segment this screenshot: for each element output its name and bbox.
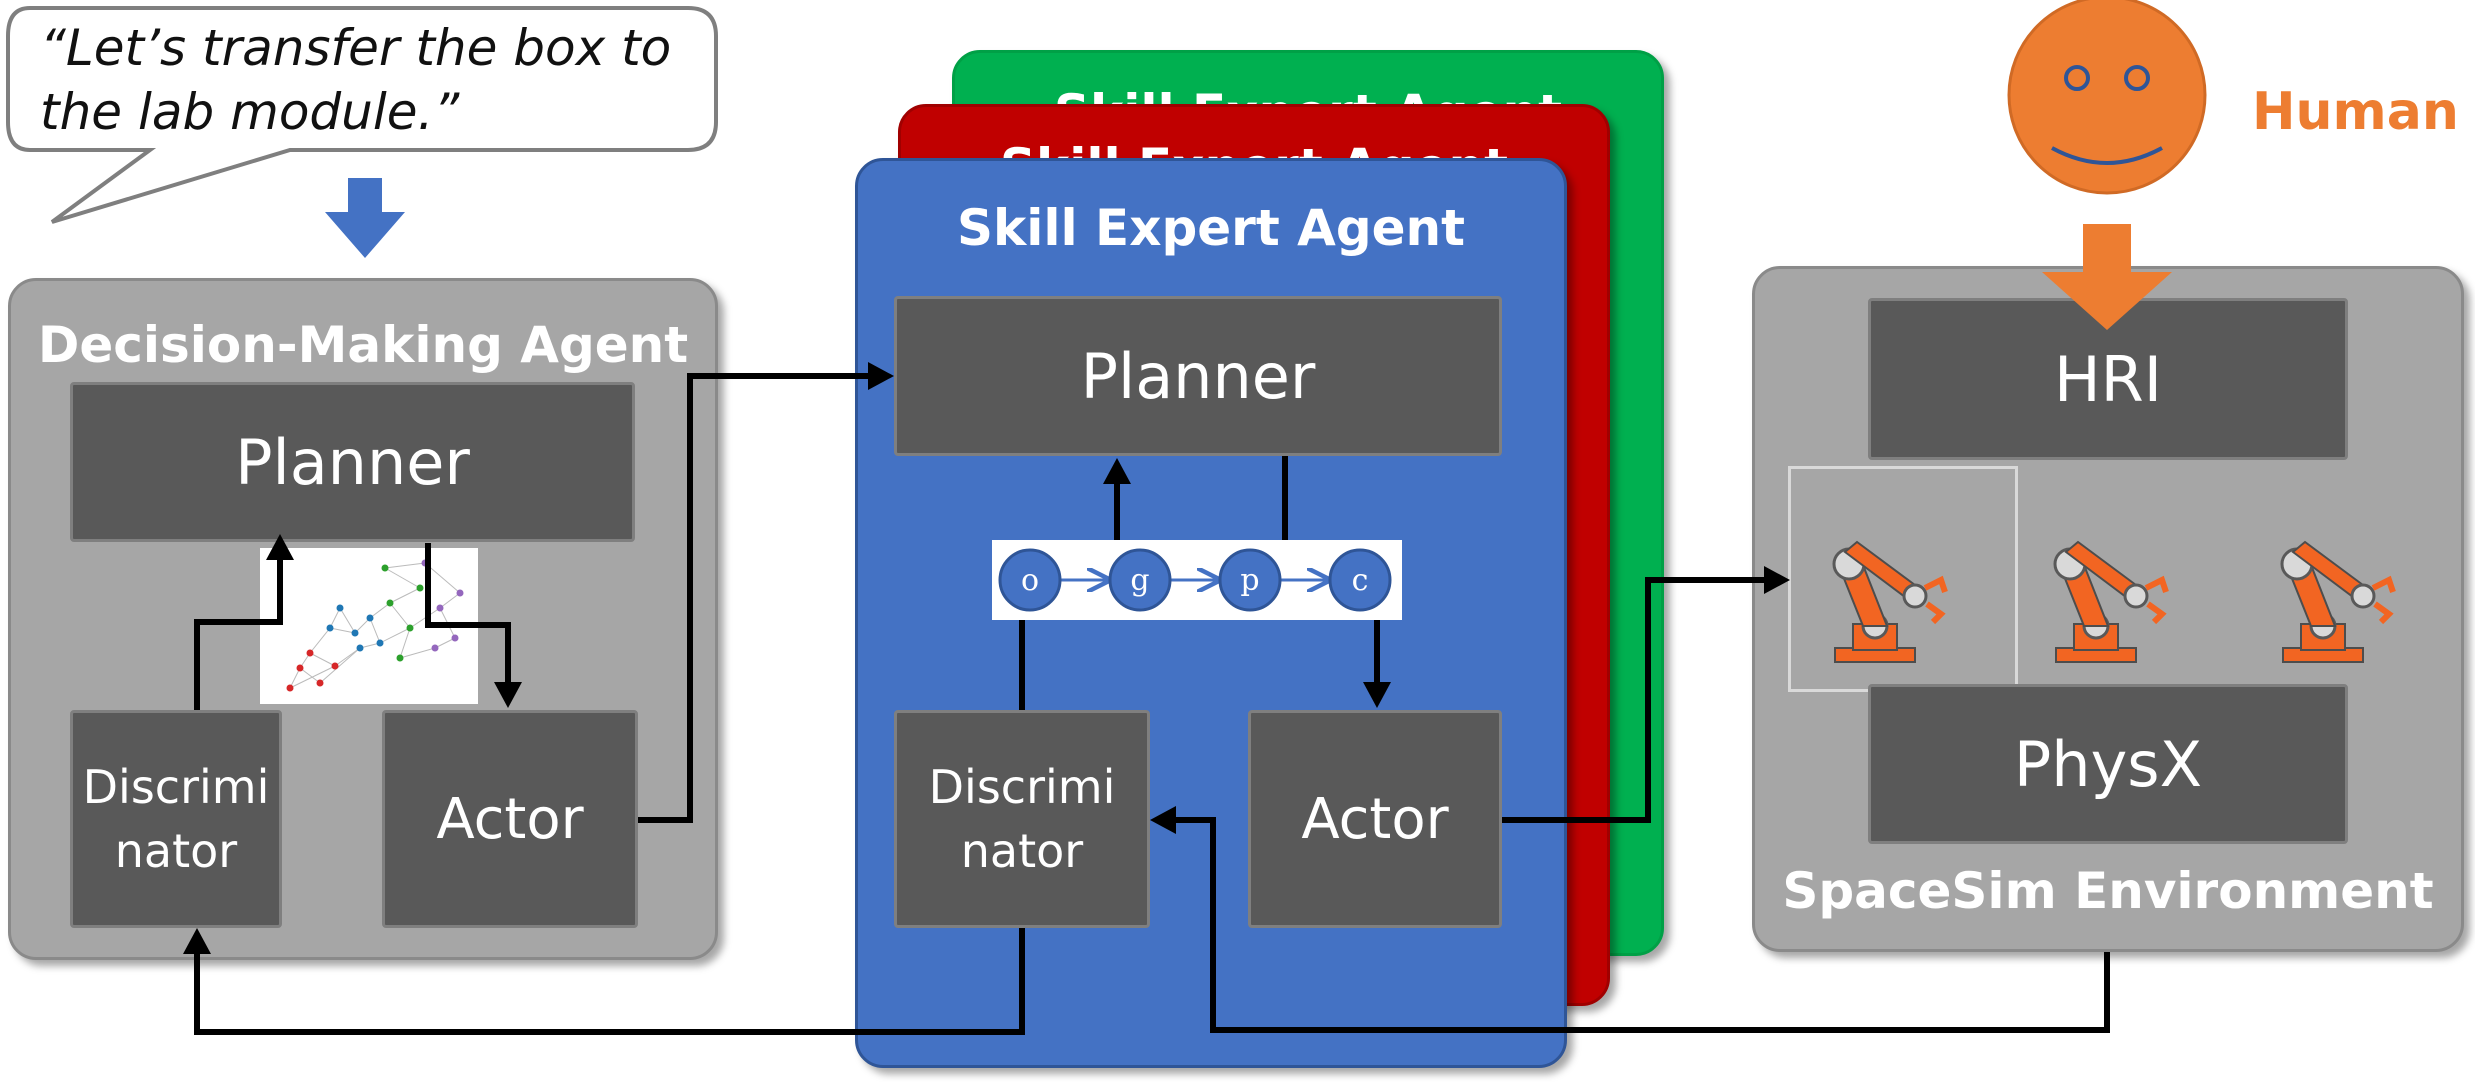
skill-actor-label: Actor [1301, 786, 1449, 852]
graph-edge [389, 602, 411, 629]
graph-edge [399, 627, 411, 659]
chain-node-o [998, 548, 1062, 612]
graph-node [386, 599, 394, 607]
graph-node [376, 639, 384, 647]
graph-edge [319, 647, 361, 684]
graph-node [336, 604, 344, 612]
speech-line-1: “Let’s transfer the box to [40, 19, 672, 77]
graph-node [436, 604, 444, 612]
environment-title: SpaceSim Environment [1782, 862, 2434, 920]
chain-node-label-o: o [1021, 563, 1039, 598]
chain-node-label-g: g [1130, 563, 1149, 598]
graph-edge [329, 627, 356, 634]
graph-edge [354, 617, 371, 634]
skill-discriminator-line2: nator [960, 824, 1084, 878]
graph-node [296, 664, 304, 672]
physx-box: PhysX [1868, 684, 2348, 844]
graph-edge [369, 617, 381, 644]
decision-discriminator-box: Discrimi nator [70, 710, 282, 928]
speech-bubble-text: “Let’s transfer the box to the lab modul… [40, 16, 671, 144]
graph-edge [399, 647, 436, 659]
arrow-skill-actor-to-environment [1502, 577, 1776, 823]
graph-edge [384, 567, 421, 589]
graph-node [316, 679, 324, 687]
graph-edge [289, 665, 336, 689]
graph-node [306, 649, 314, 657]
graph-edge [339, 607, 356, 634]
graph-edge [309, 627, 331, 654]
chain-node-p [1218, 548, 1282, 612]
graph-node [396, 654, 404, 662]
graph-edge [299, 667, 321, 684]
graph-edge [289, 667, 301, 689]
graph-node [351, 629, 359, 637]
graph-node [366, 614, 374, 622]
decision-discriminator-line1: Discrimi [82, 759, 270, 814]
decision-discriminator-line2: nator [114, 824, 238, 878]
graph-node [451, 634, 459, 642]
skill-discriminator-box: Discrimi nator [894, 710, 1150, 928]
decision-actor-label: Actor [436, 786, 584, 852]
graph-edge [329, 607, 341, 629]
speech-line-2: the lab module.” [40, 83, 460, 141]
chain-node-label-p: p [1240, 563, 1259, 598]
skill-planner-label: Planner [1080, 339, 1316, 413]
chain-node-label-c: c [1352, 563, 1369, 598]
decision-actor-box: Actor [382, 710, 638, 928]
graph-edge [379, 627, 411, 644]
graph-node [286, 684, 294, 692]
graph-node [406, 624, 414, 632]
graph-node [356, 644, 364, 652]
graph-node [416, 584, 424, 592]
decision-planner-box: Planner [70, 382, 635, 542]
skill-actor-box: Actor [1248, 710, 1502, 928]
graph-edge [384, 562, 426, 569]
arrow-decision-discriminator-to-planner [194, 545, 283, 710]
decision-planner-label: Planner [235, 425, 470, 499]
graph-node [431, 644, 439, 652]
graph-edge [389, 587, 421, 604]
arrow-environment-to-skill-discriminator [1163, 817, 2110, 1033]
graph-edge [369, 602, 391, 619]
graph-edge [309, 652, 336, 667]
arrow-decision-actor-to-skill-planner [638, 373, 880, 823]
physx-label: PhysX [2013, 727, 2203, 801]
human-label: Human [2252, 82, 2459, 142]
graph-edge [434, 637, 456, 649]
graph-node [326, 624, 334, 632]
graph-node [456, 589, 464, 597]
graph-node [331, 662, 339, 670]
skill-planner-box: Planner [894, 296, 1502, 456]
graph-node [381, 564, 389, 572]
arrow-skill-discriminator-to-decision-discriminator [194, 928, 1025, 1035]
graph-edge [439, 592, 461, 609]
chain-node-g [1108, 548, 1172, 612]
arrow-decision-planner-to-actor [425, 543, 511, 698]
chain-node-c [1328, 548, 1392, 612]
decision-agent-title: Decision-Making Agent [37, 316, 689, 374]
hri-label: HRI [2054, 342, 2162, 416]
skill-agent-title: Skill Expert Agent [956, 199, 1466, 257]
skill-discriminator-line1: Discrimi [928, 759, 1116, 814]
